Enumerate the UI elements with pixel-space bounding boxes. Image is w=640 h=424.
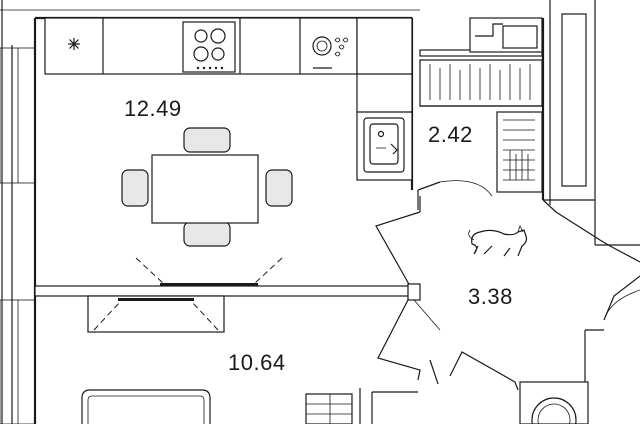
dishwasher-icon bbox=[312, 36, 349, 69]
washing-machine bbox=[519, 381, 589, 424]
dining-table bbox=[151, 154, 259, 224]
hallway-shelf bbox=[305, 388, 418, 424]
bathroom-door bbox=[417, 180, 493, 210]
bathroom-fixtures bbox=[419, 17, 543, 193]
bathroom-area-label: 2.42 bbox=[428, 122, 473, 147]
hallway-area-label: 3.38 bbox=[468, 284, 513, 309]
chair-bottom bbox=[183, 221, 231, 247]
sink-icon bbox=[363, 117, 405, 173]
chair-top bbox=[183, 127, 231, 153]
bedroom-area-label: 10.64 bbox=[228, 350, 286, 375]
cooktop-icon bbox=[182, 21, 236, 73]
dining-set bbox=[121, 127, 293, 247]
cat-icon bbox=[468, 224, 528, 257]
chair-right bbox=[265, 169, 293, 207]
bedroom-tv bbox=[87, 295, 225, 333]
tv-projection bbox=[135, 257, 283, 286]
kitchen-area-label: 12.49 bbox=[124, 96, 182, 121]
hallway bbox=[375, 196, 640, 391]
snowflake-icon bbox=[68, 38, 80, 50]
bed bbox=[81, 389, 211, 424]
chair-left bbox=[121, 169, 149, 207]
